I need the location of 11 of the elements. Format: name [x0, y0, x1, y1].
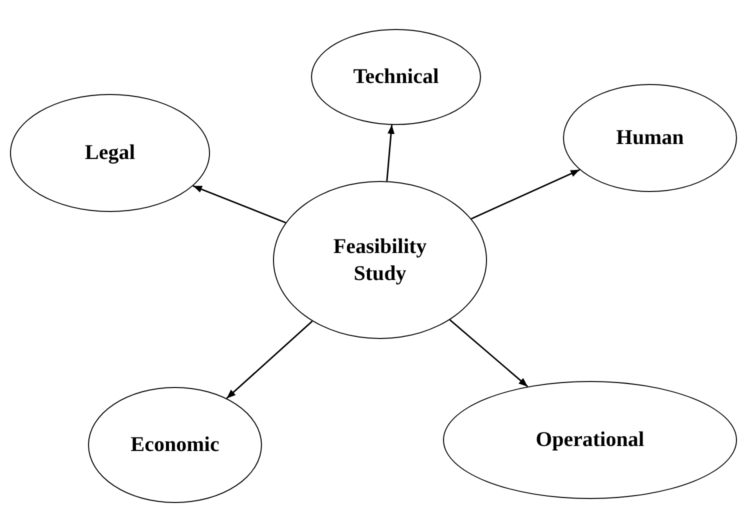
node-label: Legal [84, 139, 136, 166]
node-label: Operational [536, 426, 644, 454]
node-label: Feasibility Study [332, 232, 428, 287]
arrow [192, 185, 286, 224]
arrow [386, 124, 395, 182]
node-label: Technical [353, 63, 439, 90]
arrow [470, 169, 580, 220]
arrow [449, 319, 528, 388]
node-label: Economic [130, 431, 220, 458]
arrow [226, 320, 313, 399]
node-label: Human [616, 124, 684, 152]
